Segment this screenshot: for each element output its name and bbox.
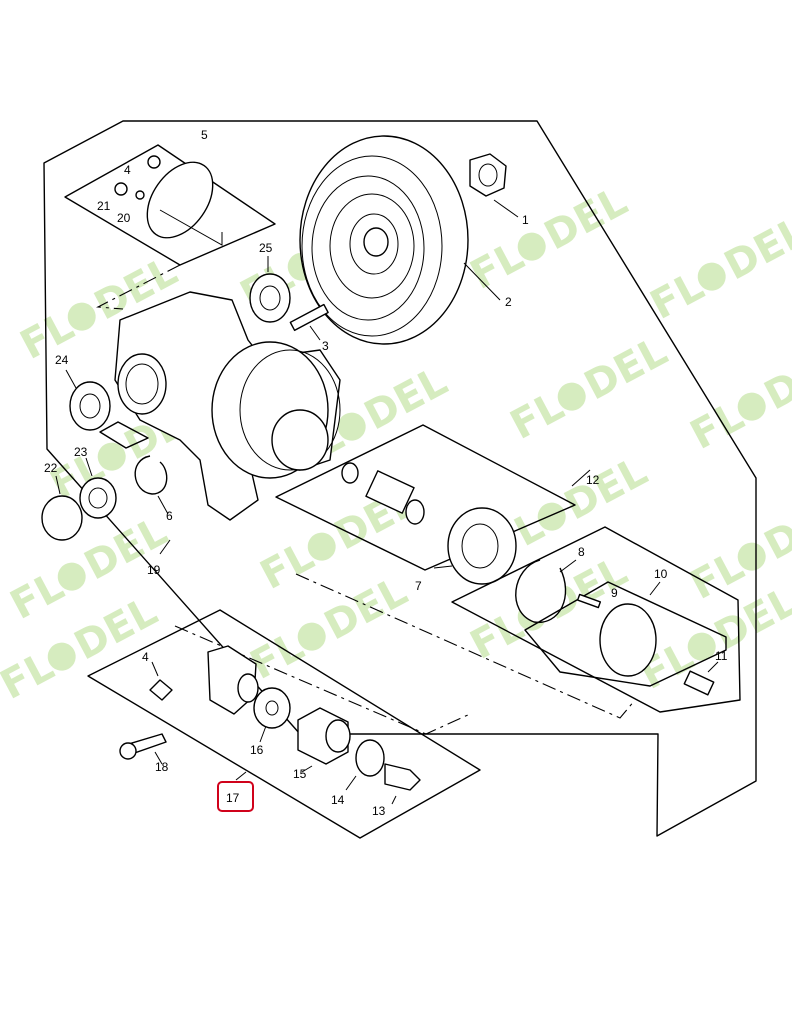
svg-text:DEL: DEL — [357, 358, 455, 439]
bolt-part-21 — [114, 182, 128, 196]
main-assembly-outline — [43, 120, 757, 837]
callout-10: 10 — [654, 567, 668, 581]
alignment-line-2 — [295, 573, 636, 719]
seal-part-25 — [249, 273, 291, 323]
callout-12: 12 — [586, 473, 600, 487]
highlighted-callout-17[interactable]: 17 — [217, 781, 254, 812]
callout-14: 14 — [331, 793, 345, 807]
nut-part-23 — [79, 477, 117, 519]
plug-part-22 — [41, 495, 83, 541]
callout-23: 23 — [74, 445, 88, 459]
plug-part-4-lower — [149, 679, 173, 701]
bolt-part-11 — [683, 670, 715, 696]
callout-1: 1 — [522, 213, 529, 227]
snap-ring-part-6 — [134, 455, 168, 495]
idler-wheel-part-2 — [299, 135, 469, 345]
callout-20: 20 — [117, 211, 131, 225]
callout-24: 24 — [55, 353, 69, 367]
box-cover-5 — [64, 144, 276, 266]
key-part-3 — [289, 303, 329, 332]
nut-part-1 — [469, 153, 507, 197]
callout-6: 6 — [166, 509, 173, 523]
callout-17: 17 — [226, 791, 240, 805]
svg-text:DEL: DEL — [317, 568, 415, 649]
washer-part-20 — [135, 190, 145, 200]
callout-21: 21 — [97, 199, 111, 213]
bracket-part-17 — [207, 645, 259, 715]
callout-9: 9 — [611, 586, 618, 600]
washer-part-16 — [253, 687, 291, 729]
callout-8: 8 — [578, 545, 585, 559]
box-assembly-17 — [87, 609, 481, 839]
seal-part-24 — [69, 381, 111, 431]
callout-labels: 1 2 3 4 4 5 6 7 8 9 10 11 12 13 14 15 16… — [44, 128, 728, 818]
callout-4-top: 4 — [124, 163, 131, 177]
callout-11: 11 — [715, 649, 728, 663]
highlight-box — [217, 781, 254, 812]
callout-5: 5 — [201, 128, 208, 142]
shaft-part-12 — [341, 462, 425, 525]
svg-text:DEL: DEL — [717, 208, 792, 289]
callout-22: 22 — [44, 461, 58, 475]
washer-part-14 — [355, 739, 385, 777]
snap-ring-part-8 — [515, 559, 567, 623]
callout-19: 19 — [147, 563, 161, 577]
svg-text:DEL: DEL — [537, 178, 635, 259]
hub-body — [114, 291, 341, 521]
callout-18: 18 — [155, 760, 169, 774]
callout-2: 2 — [505, 295, 512, 309]
bearing-part-7 — [447, 507, 517, 585]
svg-text:DEL: DEL — [67, 588, 165, 669]
callout-25: 25 — [259, 241, 273, 255]
callout-3: 3 — [322, 339, 329, 353]
bolt-part-13 — [384, 763, 421, 791]
cover-part-5 — [146, 161, 214, 239]
svg-text:DEL: DEL — [577, 328, 675, 409]
callout-7: 7 — [415, 579, 422, 593]
box-assembly-12 — [275, 424, 576, 571]
callout-16: 16 — [250, 743, 264, 757]
callout-15: 15 — [293, 767, 307, 781]
callout-13: 13 — [372, 804, 386, 818]
retainer-part-10 — [599, 603, 657, 677]
alignment-line — [96, 264, 181, 310]
callout-4-bottom: 4 — [142, 650, 149, 664]
box-retainer — [451, 526, 741, 713]
plug-part-4 — [147, 155, 161, 169]
pin-part-9 — [576, 593, 602, 609]
svg-text:DEL: DEL — [557, 448, 655, 529]
